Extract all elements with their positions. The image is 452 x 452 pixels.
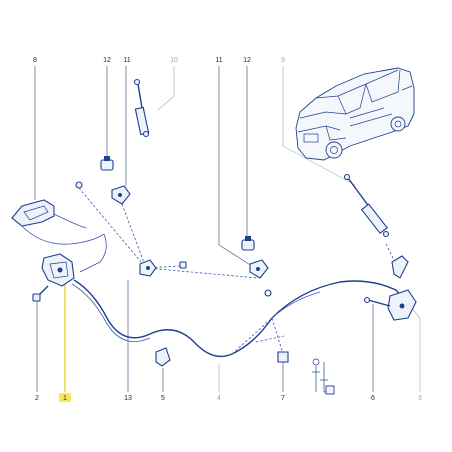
release-handle-8: [11, 199, 105, 245]
callout-labels: 8 12 11 10 11 12 9 2 1 13 5 4 7 6 3: [33, 57, 422, 402]
callout-11-centre: 11: [215, 57, 222, 64]
clip-11-centre: [249, 259, 269, 279]
buffer-12-upper: [100, 156, 114, 171]
bolt-6: [363, 296, 391, 307]
buffer-12-centre: [241, 236, 255, 251]
leader-11b-angle: [218, 244, 253, 267]
callout-8: 8: [33, 57, 37, 64]
cable-clip-5: [155, 347, 171, 367]
callout-12-upper: 12: [103, 57, 111, 64]
bonnet-lock-1: [32, 253, 75, 302]
callout-12-centre: 12: [243, 57, 251, 64]
callout-2: 2: [35, 395, 39, 402]
gas-strut-10: [133, 78, 150, 138]
clip-11-upper: [111, 185, 131, 205]
cable-clip-7: [277, 351, 289, 363]
callout-10: 10: [170, 57, 178, 64]
leader-9-angle: [282, 145, 356, 186]
cable-clip-13: [139, 259, 187, 277]
leader-lines: [34, 66, 421, 392]
vehicle-illustration: [295, 67, 415, 161]
release-cable-4: [71, 233, 405, 358]
callout-5: 5: [161, 395, 165, 402]
leader-10-angle: [157, 95, 175, 111]
callout-11-upper: 11: [123, 57, 130, 64]
callout-4: 4: [217, 395, 221, 402]
callout-6: 6: [371, 395, 375, 402]
callout-1: 1: [63, 395, 67, 402]
callout-9: 9: [281, 57, 285, 64]
gas-strut-9: [343, 173, 390, 238]
tightening-torque-symbol: [312, 358, 335, 395]
assembly-dashed-lines: [78, 187, 397, 355]
callout-7: 7: [281, 395, 285, 402]
callout-1-highlight: [59, 393, 71, 402]
small-clip-upper: [75, 181, 83, 189]
callout-3: 3: [418, 395, 422, 402]
small-clip-centre: [264, 289, 272, 297]
callout-13: 13: [124, 395, 132, 402]
secondary-latch-3: [387, 255, 417, 321]
